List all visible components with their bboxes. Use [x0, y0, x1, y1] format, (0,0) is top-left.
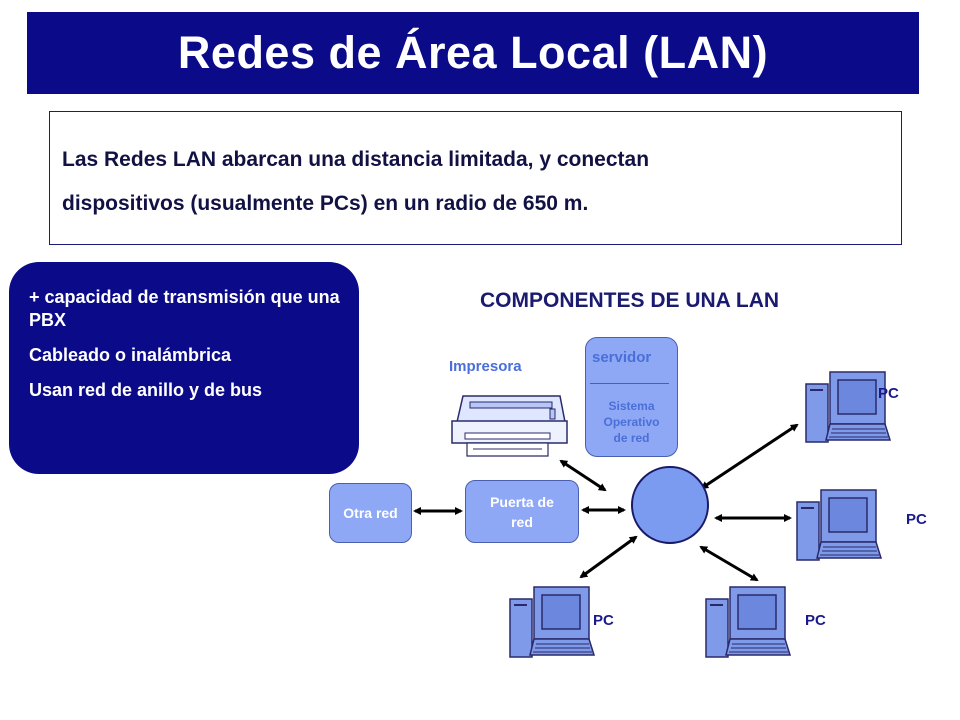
intro-line-1: Las Redes LAN abarcan una distancia limi… — [62, 148, 650, 171]
gateway-label-line-1: Puerta de — [490, 493, 554, 510]
gateway-label-line-2: red — [511, 513, 533, 530]
server-subtitle-line-3: de red — [613, 431, 650, 445]
feature-capacity: + capacidad de transmisión que una PBX — [29, 287, 340, 330]
computer-icon-4 — [705, 586, 791, 658]
arrow-printer-hub — [559, 459, 607, 492]
page-title: Redes de Área Local (LAN) — [177, 27, 769, 78]
arrow-hub-pc3 — [579, 535, 638, 579]
other-network-label: Otra red — [343, 505, 398, 521]
computer-icon-2 — [796, 489, 882, 561]
arrow-hub-pc4 — [699, 545, 759, 582]
server-title: servidor — [592, 349, 652, 366]
title-bar: Redes de Área Local (LAN) — [27, 12, 919, 94]
other-network-node: Otra red — [329, 483, 412, 543]
server-subtitle-line-2: Operativo — [603, 415, 660, 429]
printer-icon — [451, 395, 568, 457]
computer-icon-1 — [805, 371, 891, 443]
gateway-node: Puerta de red — [465, 480, 579, 543]
server-node: servidor Sistema Operativo de red — [585, 337, 678, 457]
pc-label-1: PC — [878, 385, 899, 402]
features-panel: + capacidad de transmisión que una PBX C… — [9, 262, 359, 474]
connection-arrows — [413, 423, 799, 582]
components-title: COMPONENTES DE UNA LAN — [480, 289, 780, 312]
intro-box: Las Redes LAN abarcan una distancia limi… — [49, 111, 902, 245]
pc-label-2: PC — [906, 511, 927, 528]
feature-medium: Cableado o inalámbrica — [29, 345, 232, 365]
arrow-hub-pc1 — [700, 423, 799, 490]
computer-icon-3 — [509, 586, 595, 658]
pc-label-3: PC — [593, 612, 614, 629]
server-subtitle-line-1: Sistema — [608, 399, 655, 413]
server-subtitle: Sistema Operativo de red — [586, 398, 677, 446]
printer-label: Impresora — [449, 358, 522, 375]
server-divider — [590, 383, 669, 384]
pc-label-4: PC — [805, 612, 826, 629]
intro-line-2: dispositivos (usualmente PCs) en un radi… — [62, 192, 589, 215]
feature-topology: Usan red de anillo y de bus — [29, 380, 263, 400]
hub-node — [631, 466, 709, 544]
